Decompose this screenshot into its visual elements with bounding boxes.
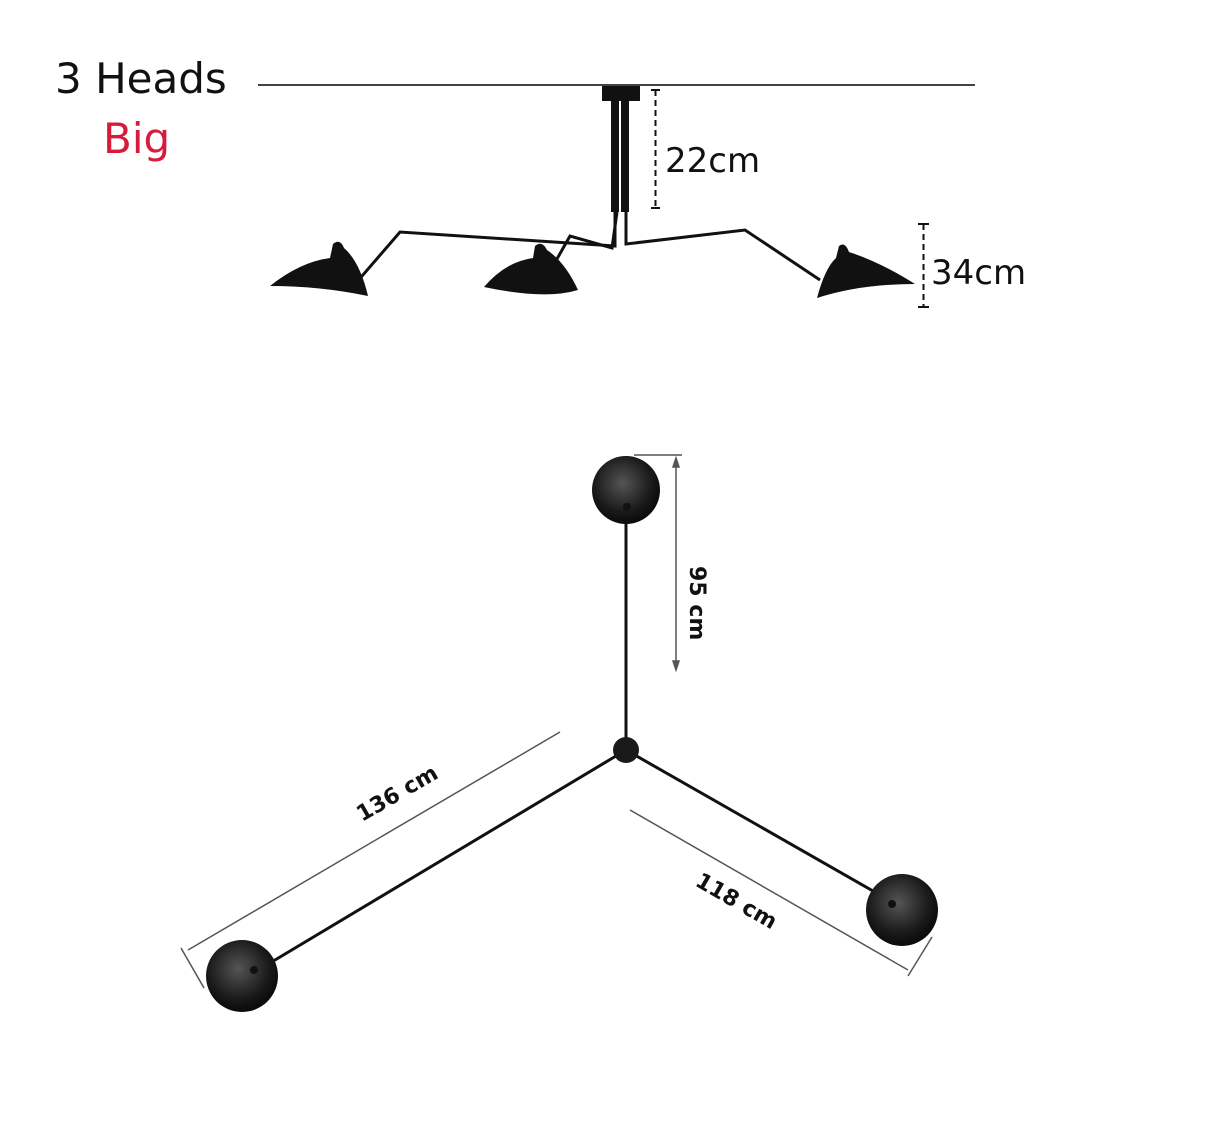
shade-right-plan bbox=[866, 874, 938, 946]
size-variant-label: Big bbox=[103, 114, 171, 163]
top-arm-length-label: 95 cm bbox=[684, 566, 709, 640]
shade-top bbox=[592, 456, 660, 524]
ceiling-canopy bbox=[602, 86, 640, 101]
shade-height-dimension bbox=[918, 223, 929, 308]
left-arm-dimension bbox=[180, 731, 561, 989]
shade-middle bbox=[484, 243, 578, 295]
right-arm-length-label: 118 cm bbox=[691, 869, 781, 935]
top-arm-dimension bbox=[634, 454, 682, 673]
shade-left-plan bbox=[206, 940, 278, 1012]
arms bbox=[348, 211, 821, 291]
shade-left bbox=[270, 241, 368, 296]
top-view: 95 cm 136 cm 118 cm bbox=[180, 454, 938, 1012]
product-title: 3 Heads bbox=[55, 54, 227, 103]
shade-right bbox=[817, 244, 915, 298]
center-hub bbox=[613, 737, 639, 763]
right-arm-dimension bbox=[629, 809, 933, 977]
top-arms bbox=[264, 510, 881, 968]
stem bbox=[611, 100, 619, 212]
stem-height-dimension bbox=[651, 89, 660, 209]
shade-height-label: 34cm bbox=[931, 253, 1026, 293]
stem-height-label: 22cm bbox=[665, 141, 760, 181]
left-arm-length-label: 136 cm bbox=[353, 761, 443, 827]
side-view: 22cm 34cm bbox=[258, 84, 1026, 308]
